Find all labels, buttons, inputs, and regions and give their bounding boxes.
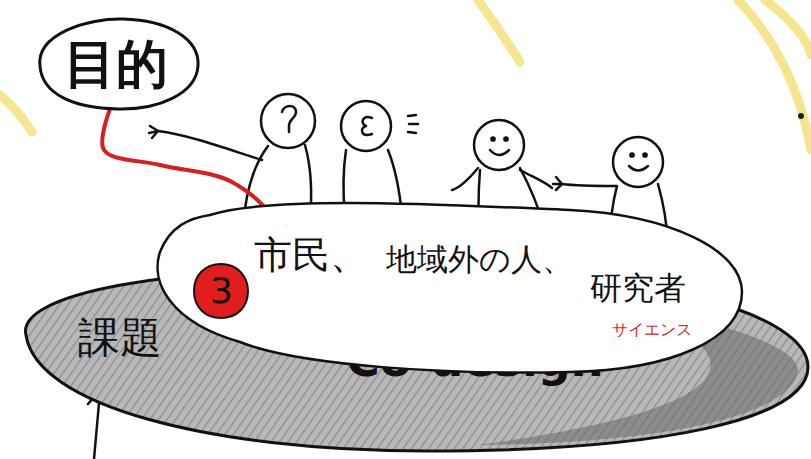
red-accents xyxy=(198,310,688,434)
red-bracket xyxy=(198,318,305,371)
issue-platform-shape xyxy=(26,267,808,451)
yellow-strokes xyxy=(0,0,811,150)
thinking-marks xyxy=(408,115,418,133)
figure-head xyxy=(474,120,524,170)
issue-label: 課題 xyxy=(78,317,162,359)
callout-number: 3 xyxy=(210,273,233,309)
science-note: サイエンス xyxy=(612,322,692,338)
purpose-bubble-shape xyxy=(40,19,198,109)
purpose-bubble: 目的 xyxy=(28,14,204,114)
puzzled-face xyxy=(362,117,372,135)
callout-circle-shape xyxy=(194,264,248,318)
figure-head xyxy=(341,101,391,151)
figure-head xyxy=(613,137,663,187)
figure-arm xyxy=(562,184,616,186)
figure-eye xyxy=(491,137,494,140)
figure-arm xyxy=(520,170,552,188)
figure-arm xyxy=(158,131,262,160)
red-connector xyxy=(102,110,270,267)
yellow-stroke xyxy=(738,0,811,150)
figure-hand xyxy=(553,177,562,190)
stakeholder-label: 市民、 xyxy=(254,236,368,274)
yellow-stroke xyxy=(765,0,811,55)
yellow-stroke xyxy=(0,95,32,132)
stakeholder-label: 研究者 xyxy=(590,272,686,304)
callout-circle: 3 xyxy=(192,262,250,320)
stakeholder-label: 地域外の人、 xyxy=(386,244,573,275)
figure-eye xyxy=(630,153,633,156)
figure-eye xyxy=(643,153,646,156)
red-underline xyxy=(362,415,622,426)
red-underline xyxy=(382,428,602,434)
figure-arm xyxy=(452,168,478,190)
yellow-stroke xyxy=(478,0,520,62)
red-underline xyxy=(588,310,688,312)
purpose-text: 目的 xyxy=(64,38,168,90)
figure-hand xyxy=(149,126,158,138)
question-face xyxy=(282,106,296,132)
figure-head xyxy=(261,94,315,148)
platform-shadow xyxy=(478,295,798,445)
figure-smile xyxy=(490,150,509,155)
figure-smile xyxy=(629,166,648,171)
figure-eye xyxy=(504,137,507,140)
dot xyxy=(798,113,804,119)
edge-layer xyxy=(102,110,270,267)
